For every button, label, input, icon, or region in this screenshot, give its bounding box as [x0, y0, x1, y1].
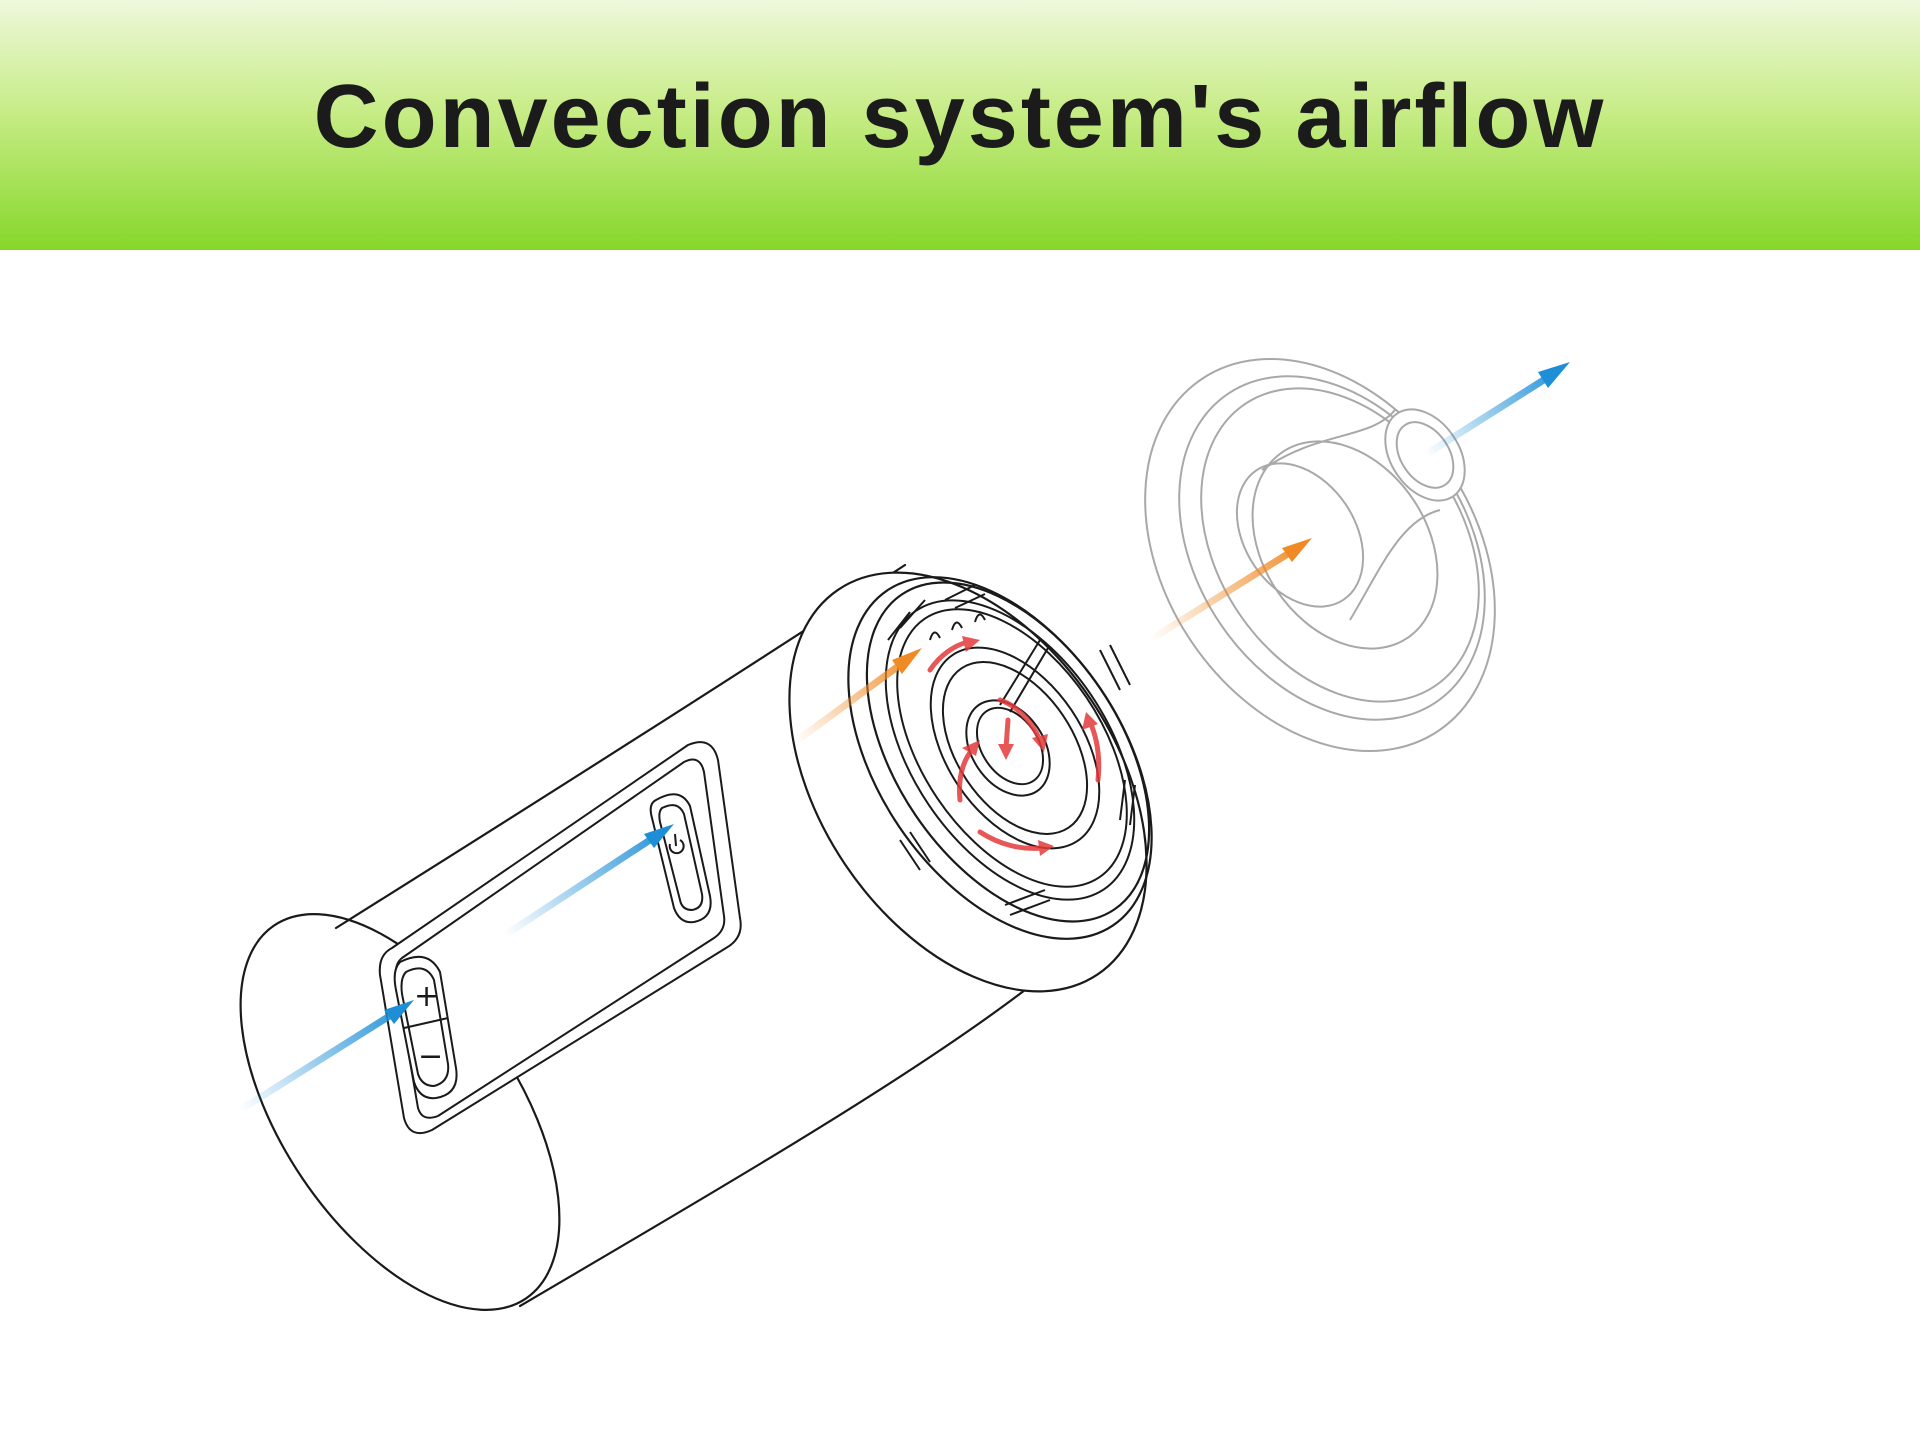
swirl-arrow [1082, 712, 1102, 783]
swirl-arrow [997, 697, 1048, 752]
airflow-arrow [236, 1000, 414, 1114]
mouthpiece [1144, 358, 1496, 752]
airflow-diagram: + − [236, 358, 1570, 1311]
power-button[interactable] [649, 793, 712, 924]
plus-minus-button[interactable]: + − [393, 955, 458, 1100]
airflow-arrow [1146, 538, 1312, 644]
airflow-arrow [1421, 362, 1570, 459]
header-banner: Convection system's airflow [0, 0, 1920, 250]
swirl-arrow [977, 829, 1054, 856]
plus-icon: + [414, 979, 439, 1014]
page-title: Convection system's airflow [313, 67, 1607, 167]
swirl-arrow [998, 717, 1014, 760]
minus-icon: − [418, 1039, 443, 1074]
airflow-arrows [236, 362, 1570, 1114]
airflow-arrow [501, 824, 674, 939]
airflow-arrow [791, 648, 922, 746]
heating-chamber [884, 584, 1136, 916]
swirl-arrow [927, 636, 980, 673]
power-icon [668, 833, 685, 855]
swirl-arrow [957, 740, 980, 803]
swirl-arrows [927, 636, 1102, 856]
